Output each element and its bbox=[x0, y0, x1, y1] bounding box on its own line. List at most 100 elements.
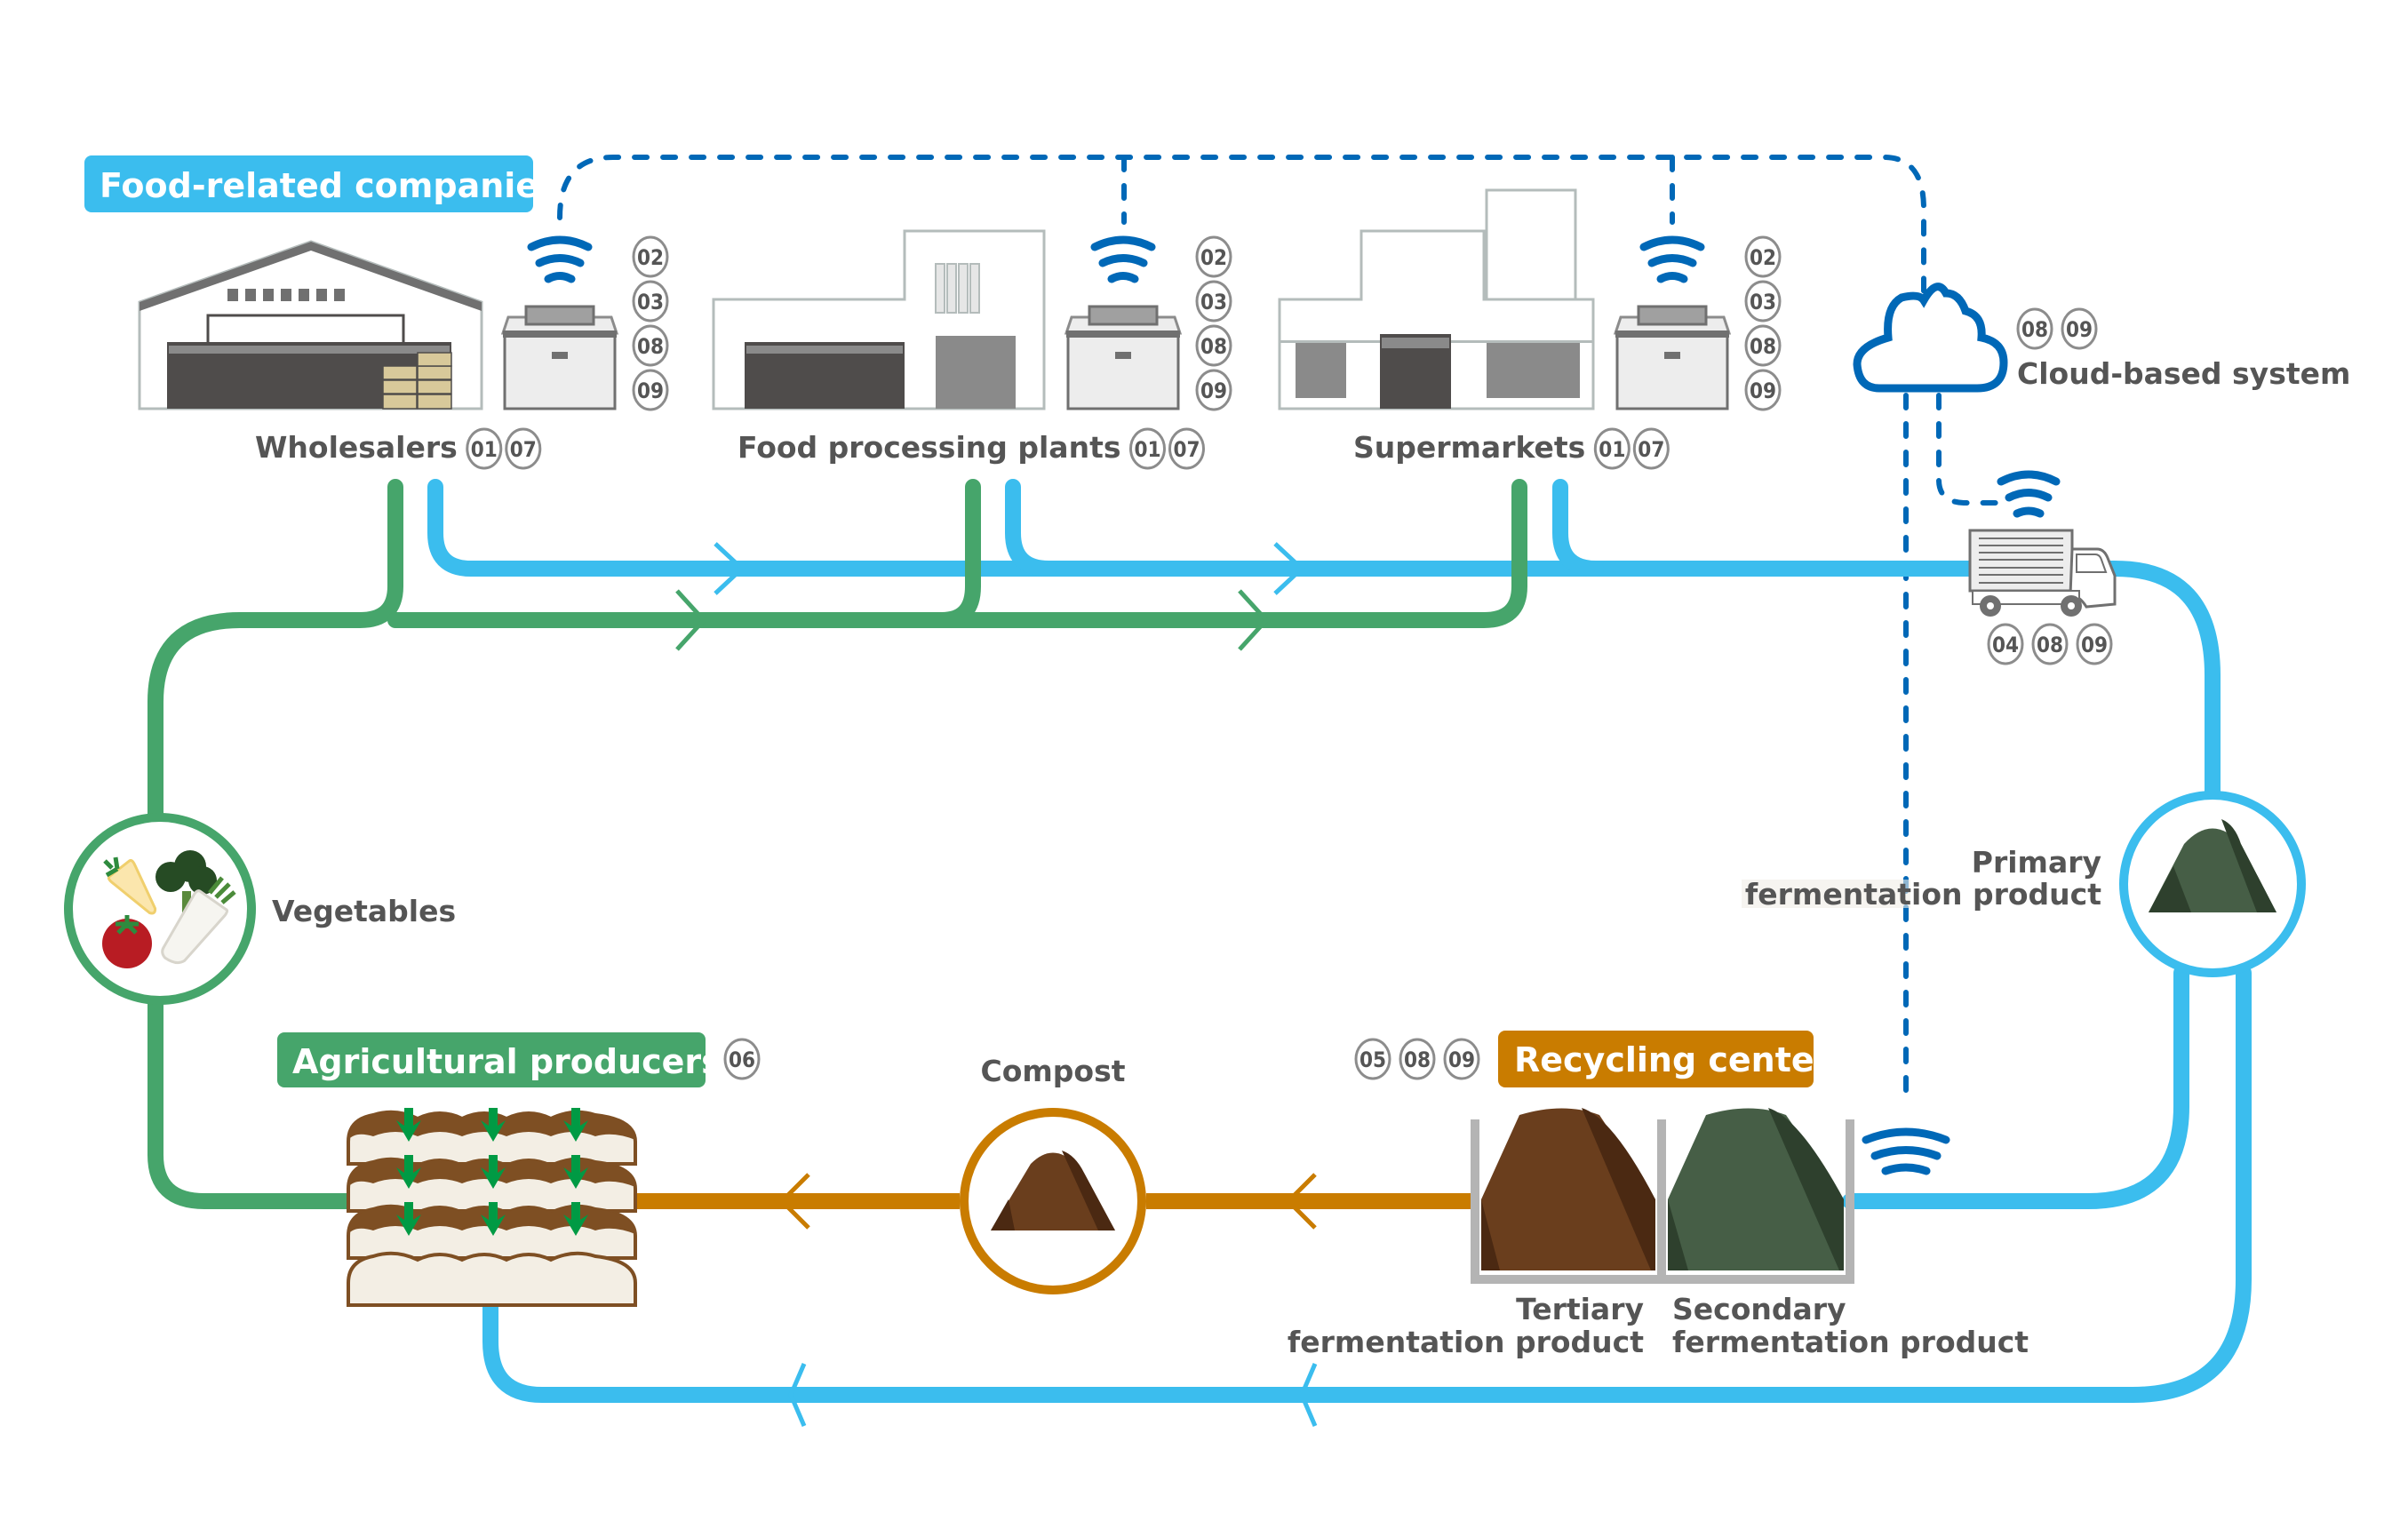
feature-number-badge: 09 bbox=[632, 369, 669, 411]
wifi-icon bbox=[1997, 470, 2061, 518]
badge-number: 08 bbox=[1750, 334, 1776, 359]
badge-number: 08 bbox=[1404, 1047, 1431, 1072]
badge-number: 07 bbox=[510, 437, 537, 462]
sprout-arrow-icon bbox=[563, 1202, 588, 1236]
sprout-arrow-icon bbox=[481, 1108, 506, 1142]
feature-number-badge: 03 bbox=[1195, 280, 1232, 323]
badge-number: 02 bbox=[1200, 245, 1227, 270]
badge-number: 07 bbox=[1638, 437, 1664, 462]
badge-number: 03 bbox=[1200, 290, 1227, 315]
flow-green-to-farms bbox=[148, 996, 355, 1209]
flow-blue-to-recycling bbox=[1842, 965, 2189, 1209]
compost-pile-icon bbox=[991, 1151, 1115, 1230]
sprout-arrow-icon bbox=[481, 1155, 506, 1189]
flow-green-processing bbox=[934, 479, 981, 628]
feature-number-badge: 08 bbox=[1195, 324, 1232, 367]
badge-number: 09 bbox=[637, 378, 664, 403]
smart-bin-icon bbox=[1613, 305, 1732, 410]
arrow-right-icon bbox=[675, 589, 707, 651]
truck-badges: 04 08 09 bbox=[1987, 623, 2113, 665]
feature-number-badge: 02 bbox=[632, 235, 669, 278]
badge-number: 09 bbox=[2066, 317, 2093, 342]
facility-label: Supermarkets bbox=[1353, 430, 1585, 465]
supermarket-building-icon bbox=[1278, 188, 1595, 410]
badge-number: 01 bbox=[1134, 437, 1160, 462]
arrow-left-icon bbox=[778, 1173, 810, 1230]
arrow-left-icon bbox=[1299, 1363, 1318, 1427]
flow-blue-to-farms bbox=[482, 965, 2252, 1403]
wifi-icon bbox=[1862, 1127, 1950, 1175]
feature-number-badge: 04 bbox=[1987, 623, 2024, 665]
cloud-badges: 08 09 bbox=[2016, 307, 2098, 350]
badge-number: 01 bbox=[1599, 437, 1625, 462]
smart-bin-group: 02 03 08 09 bbox=[500, 235, 669, 411]
badge-number: 08 bbox=[637, 334, 664, 359]
feature-number-badge: 09 bbox=[1744, 369, 1782, 411]
wholesaler-building-icon bbox=[138, 240, 483, 410]
agricultural-badges: 06 bbox=[723, 1038, 761, 1080]
secondary-label-line2: fermentation product bbox=[1672, 1325, 2029, 1359]
feature-number-badge: 06 bbox=[723, 1038, 761, 1080]
feature-number-badge: 07 bbox=[1168, 427, 1205, 470]
compost-label: Compost bbox=[981, 1054, 1126, 1088]
badge-number: 03 bbox=[1750, 290, 1776, 315]
flow-green-main bbox=[148, 479, 403, 825]
sprout-arrow-icon bbox=[563, 1108, 588, 1142]
badge-number: 03 bbox=[637, 290, 664, 315]
feature-number-badge: 01 bbox=[1593, 427, 1631, 470]
sprout-arrow-icon bbox=[396, 1202, 421, 1236]
network-link-main bbox=[557, 155, 1926, 296]
flow-blue-wholesaler bbox=[427, 479, 1989, 577]
feature-number-badge: 09 bbox=[1443, 1038, 1480, 1080]
arrow-right-icon bbox=[1273, 542, 1305, 595]
flow-blue-supermarket bbox=[1552, 479, 1604, 577]
flow-blue-processing bbox=[1005, 479, 1056, 577]
badge-number: 09 bbox=[1448, 1047, 1475, 1072]
vegetables-label: Vegetables bbox=[272, 894, 456, 928]
secondary-label-line1: Secondary bbox=[1672, 1292, 1846, 1326]
bin-feature-badges: 02 03 08 09 bbox=[1744, 235, 1782, 411]
feature-number-badge: 03 bbox=[632, 280, 669, 323]
cloud-label: Cloud-based system bbox=[2017, 356, 2350, 391]
primary-label-line1: Primary bbox=[1972, 845, 2101, 880]
feature-number-badge: 05 bbox=[1354, 1038, 1391, 1080]
badge-number: 08 bbox=[2037, 633, 2063, 657]
smart-bin-group: 02 03 08 09 bbox=[1613, 235, 1782, 411]
sprout-arrow-icon bbox=[563, 1155, 588, 1189]
badge-number: 02 bbox=[637, 245, 664, 270]
collection-truck: 04 08 09 bbox=[1968, 470, 2117, 665]
vegetables-node: Vegetables bbox=[64, 813, 456, 1005]
feature-number-badge: 08 bbox=[2016, 307, 2053, 350]
agricultural-producers: Agricultural producers 06 bbox=[277, 1032, 761, 1307]
bin-feature-badges: 02 03 08 09 bbox=[632, 235, 669, 411]
food-companies-label: Food-related companies bbox=[100, 166, 559, 205]
arrow-left-icon bbox=[1285, 1173, 1317, 1230]
arrow-right-icon bbox=[714, 542, 746, 595]
network-link-truck bbox=[1936, 393, 2002, 506]
feature-number-badge: 09 bbox=[2061, 307, 2098, 350]
badge-number: 09 bbox=[2081, 633, 2108, 657]
wifi-icon bbox=[1090, 235, 1156, 283]
green-pile-icon bbox=[2149, 819, 2276, 912]
sprout-arrow-icon bbox=[481, 1202, 506, 1236]
feature-number-badge: 01 bbox=[1128, 427, 1166, 470]
cloud-system: Cloud-based system 08 09 bbox=[1853, 283, 2350, 393]
badge-number: 08 bbox=[1200, 334, 1227, 359]
farm-field-icon bbox=[347, 1108, 637, 1307]
wifi-icon bbox=[527, 235, 593, 283]
facility-label-group: Supermarkets 01 07 bbox=[1353, 427, 1670, 470]
feature-number-badge: 07 bbox=[505, 427, 542, 470]
badge-number: 04 bbox=[1992, 633, 2019, 657]
cloud-icon bbox=[1853, 283, 2008, 393]
feature-number-badge: 02 bbox=[1744, 235, 1782, 278]
sprout-arrow-icon bbox=[396, 1108, 421, 1142]
processing-plant-icon bbox=[712, 229, 1046, 410]
facility-label: Wholesalers bbox=[255, 430, 458, 465]
feature-number-badge: 03 bbox=[1744, 280, 1782, 323]
tertiary-label-line2: fermentation product bbox=[1288, 1325, 1644, 1359]
flow-blue-to-primary bbox=[2062, 561, 2221, 808]
food-companies-tag: Food-related companies bbox=[84, 155, 559, 212]
badge-number: 07 bbox=[1173, 437, 1200, 462]
